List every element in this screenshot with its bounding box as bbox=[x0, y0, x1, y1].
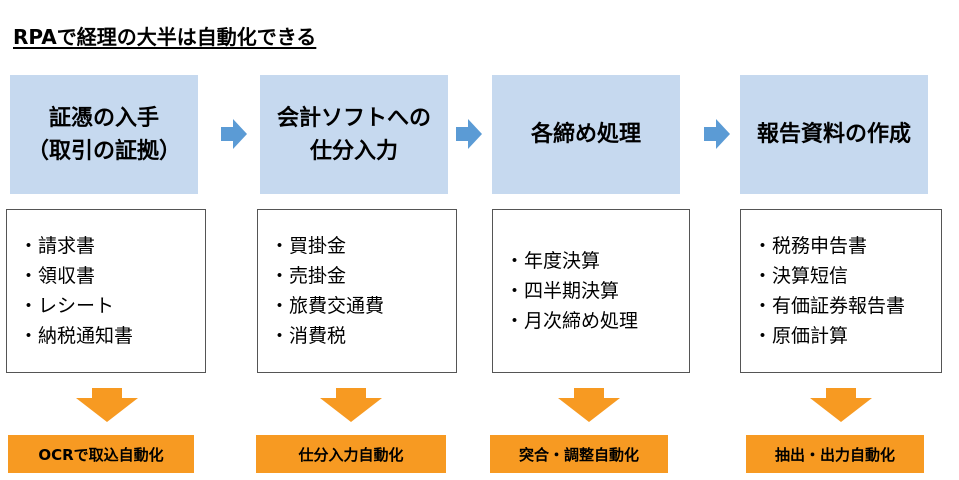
list-item: ・月次締め処理 bbox=[505, 310, 639, 332]
list-item: ・納税通知書 bbox=[19, 325, 134, 347]
list-item: ・レシート bbox=[19, 295, 115, 317]
automation-result-1: OCRで取込自動化 bbox=[8, 435, 194, 473]
step-header-1: 証憑の入手 （取引の証拠） bbox=[10, 75, 198, 194]
page-title: RPAで経理の大半は自動化できる bbox=[13, 25, 317, 49]
report-list-4: ・税務申告書 ・決算短信 ・有価証券報告書 ・原価計算 bbox=[740, 209, 942, 373]
down-arrow-icon bbox=[76, 388, 138, 422]
list-item: ・買掛金 bbox=[270, 235, 347, 257]
down-arrow-icon bbox=[320, 388, 382, 422]
list-item: ・請求書 bbox=[19, 235, 96, 257]
list-item: ・原価計算 bbox=[753, 325, 849, 347]
flow-arrow-icon bbox=[704, 119, 730, 149]
list-item: ・旅費交通費 bbox=[270, 295, 385, 317]
list-item: ・有価証券報告書 bbox=[753, 295, 906, 317]
automation-result-3: 突合・調整自動化 bbox=[490, 435, 668, 473]
automation-result-4: 抽出・出力自動化 bbox=[746, 435, 924, 473]
step-header-4: 報告資料の作成 bbox=[740, 75, 928, 194]
list-item: ・領収書 bbox=[19, 265, 96, 287]
account-list-2: ・買掛金 ・売掛金 ・旅費交通費 ・消費税 bbox=[257, 209, 457, 373]
closing-list-3: ・年度決算 ・四半期決算 ・月次締め処理 bbox=[492, 209, 690, 373]
automation-result-2: 仕分入力自動化 bbox=[256, 435, 446, 473]
flow-arrow-icon bbox=[221, 119, 247, 149]
list-item: ・四半期決算 bbox=[505, 280, 620, 302]
list-item: ・税務申告書 bbox=[753, 235, 868, 257]
list-item: ・決算短信 bbox=[753, 265, 849, 287]
flow-arrow-icon bbox=[456, 119, 482, 149]
list-item: ・消費税 bbox=[270, 325, 347, 347]
list-item: ・売掛金 bbox=[270, 265, 347, 287]
step-header-3: 各締め処理 bbox=[492, 75, 680, 194]
list-item: ・年度決算 bbox=[505, 250, 601, 272]
down-arrow-icon bbox=[558, 388, 620, 422]
down-arrow-icon bbox=[810, 388, 872, 422]
step-header-2: 会計ソフトへの 仕分入力 bbox=[260, 75, 448, 194]
document-list-1: ・請求書 ・領収書 ・レシート ・納税通知書 bbox=[6, 209, 206, 373]
